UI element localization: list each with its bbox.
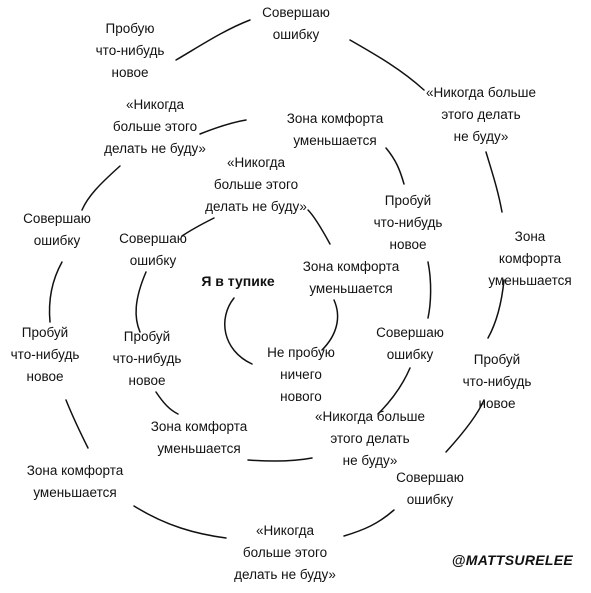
spiral-arc (485, 151, 503, 213)
spiral-arc (81, 165, 121, 211)
spiral-arc (175, 19, 251, 61)
spiral-arc (135, 271, 147, 333)
spiral-arc (321, 299, 339, 351)
spiral-arc (199, 119, 247, 135)
spiral-node: Пробуй что-нибудь новое (462, 352, 532, 411)
spiral-node: Пробуй что-нибудь новое (373, 193, 443, 252)
spiral-arc (427, 261, 432, 319)
spiral-node: Совершаю ошибку (376, 325, 444, 362)
spiral-node: «Никогда больше этого делать не буду» (426, 85, 537, 144)
spiral-node: Пробуй что-нибудь новое (10, 325, 80, 384)
center-label: Я в тупике (201, 273, 275, 289)
spiral-arc (385, 147, 405, 185)
spiral-node: Совершаю ошибку (119, 231, 187, 268)
spiral-arc (445, 399, 485, 453)
spiral-arc (155, 391, 179, 415)
spiral-arc (247, 457, 313, 462)
spiral-arc (307, 209, 331, 245)
spiral-arc (133, 505, 227, 539)
spiral-node: Пробуй что-нибудь новое (112, 329, 182, 388)
spiral-node: «Никогда больше этого делать не буду» (104, 97, 206, 156)
spiral-node: Не пробую ничего нового (267, 345, 335, 404)
spiral-arc (48, 261, 63, 323)
spiral-arc (224, 297, 253, 365)
spiral-node: Совершаю ошибку (262, 5, 330, 42)
spiral-node: Зона комфорта уменьшается (286, 111, 384, 148)
spiral-arc (181, 217, 215, 237)
spiral-node: «Никогда больше этого делать не буду» (234, 523, 336, 582)
spiral-arc (65, 399, 89, 449)
spiral-node: Совершаю ошибку (23, 211, 91, 248)
spiral-arc (349, 39, 425, 91)
author-credit: @MATTSURELEE (451, 552, 573, 568)
spiral-arc (377, 367, 411, 415)
spiral-arc (343, 509, 395, 537)
spiral-node: «Никогда больше этого делать не буду» (205, 155, 307, 214)
spiral-node: Зона комфорта уменьшается (150, 419, 248, 456)
spiral-node: Совершаю ошибку (396, 470, 464, 507)
spiral-node: Зона комфорта уменьшается (302, 259, 400, 296)
spiral-node: «Никогда больше этого делать не буду» (314, 409, 426, 468)
spiral-node: Пробую что-нибудь новое (95, 21, 165, 80)
spiral-node: Зона комфорта уменьшается (488, 229, 572, 288)
spiral-node: Зона комфорта уменьшается (26, 463, 124, 500)
spiral-arc (487, 279, 505, 339)
